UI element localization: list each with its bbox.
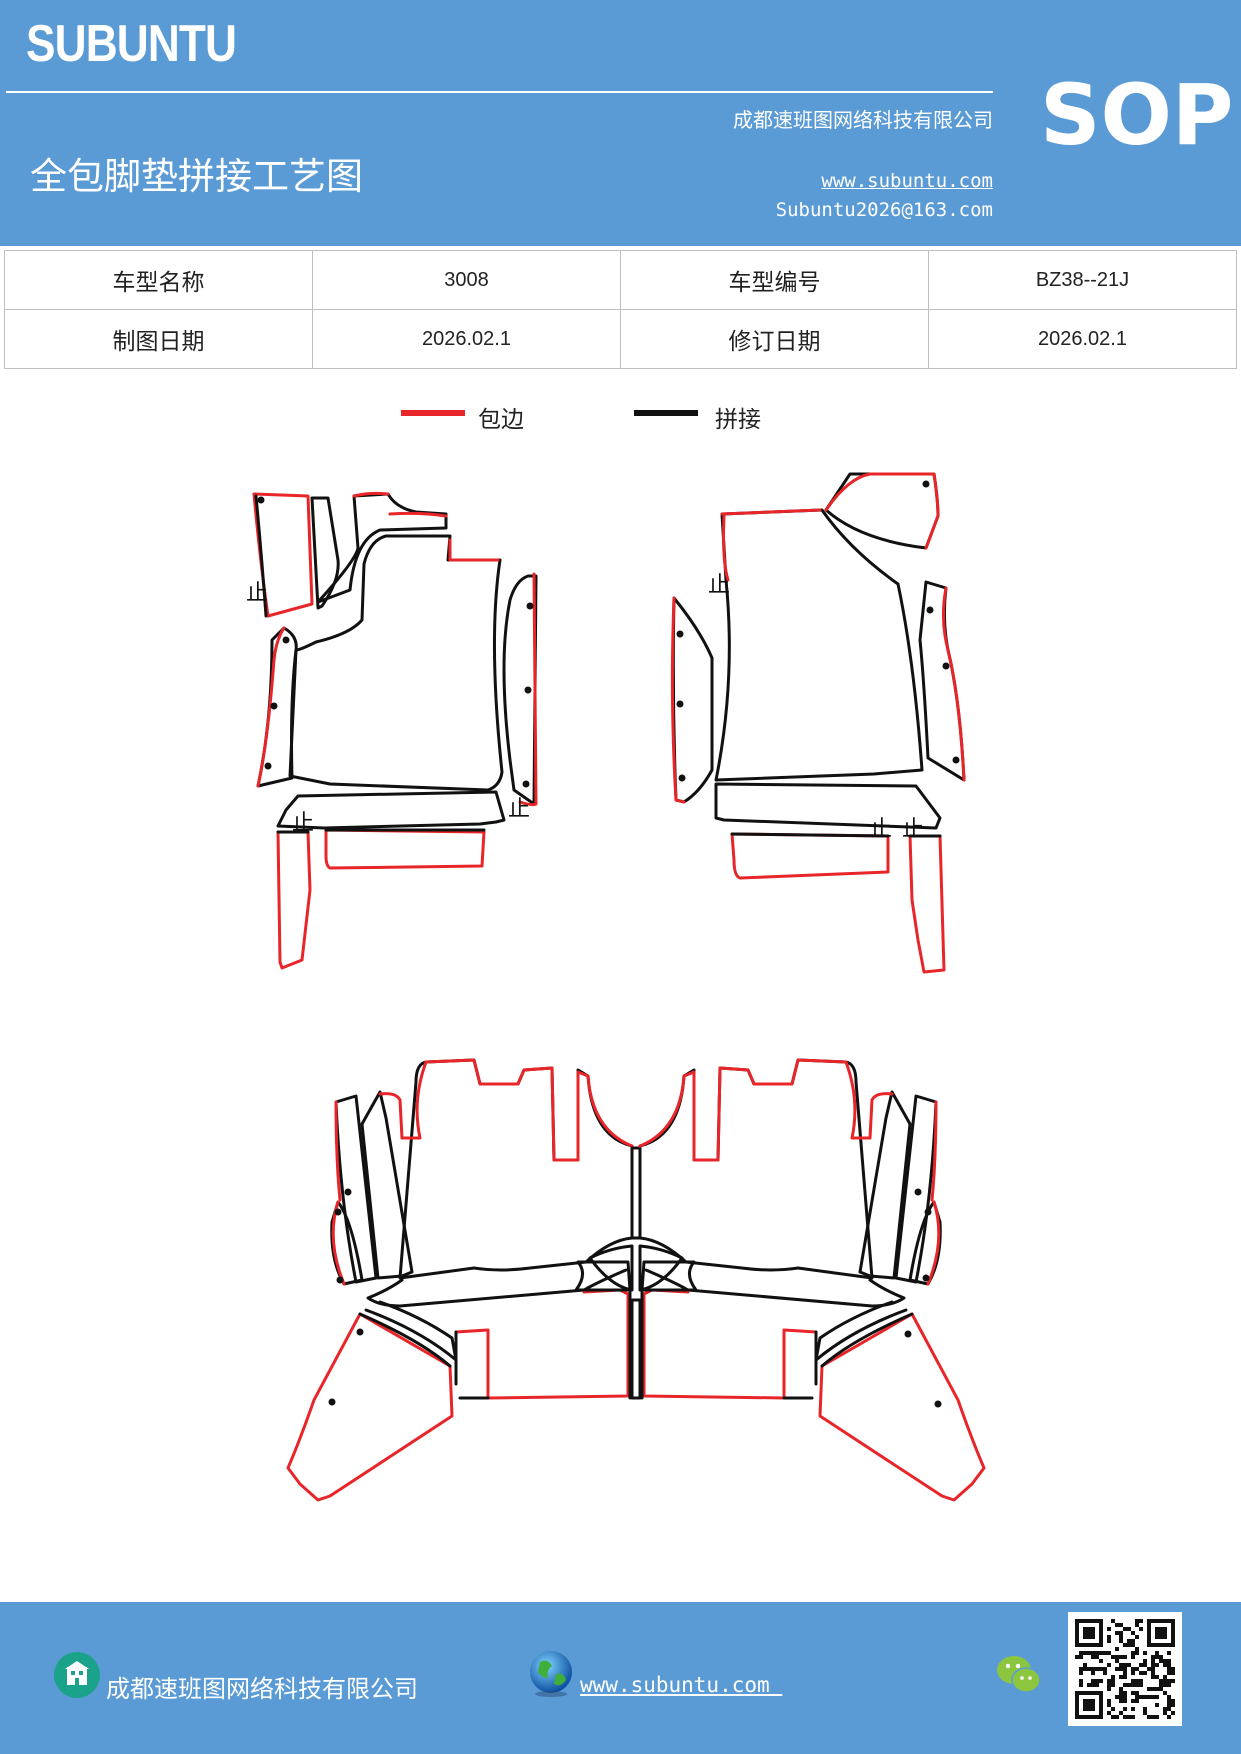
drawing-date-value: 2026.02.1 [312,309,621,369]
stop-marker: 止 [902,817,924,842]
revision-date-value: 2026.02.1 [928,309,1237,369]
document-type-label: SOP [1040,66,1234,164]
footer-company-name: 成都速班图网络科技有限公司 [106,1675,418,1703]
mat-piece [398,1058,634,1280]
stop-marker: 止 [708,573,730,598]
stop-marker: 止 [508,797,530,822]
company-icon [54,1652,100,1698]
footer-banner: 成都速班图网络科技有限公司 www.subuntu.com [0,1602,1241,1754]
legend-edge-swatch [401,410,465,416]
vehicle-info-table: 车型名称 3008 车型编号 BZ38--21J 制图日期 2026.02.1 … [4,250,1237,369]
floor-mat-pattern-diagram: 止 止 止 止 止 止 [246,472,986,1502]
header-email[interactable]: Subuntu2026@163.com [775,199,993,221]
model-code-label: 车型编号 [620,250,929,310]
mat-piece [276,790,506,830]
header-website-link[interactable]: www.subuntu.com [821,170,993,192]
model-name-label: 车型名称 [4,250,313,310]
model-name-value: 3008 [312,250,621,310]
front-right-mat [670,472,966,974]
qr-code [1068,1612,1182,1726]
document-title: 全包脚垫拼接工艺图 [30,155,363,198]
mat-piece [288,534,504,792]
drawing-date-label: 制图日期 [4,309,313,369]
legend-edge-label: 包边 [478,407,524,433]
mat-piece [276,830,312,970]
stop-marker: 止 [870,817,892,842]
legend: 包边 拼接 [0,400,1241,440]
header-banner: SUBUNTU 成都速班图网络科技有限公司 全包脚垫拼接工艺图 www.subu… [0,0,1241,246]
footer-website-link[interactable]: www.subuntu.com [580,1673,783,1697]
mat-piece [730,832,890,880]
brand-logo: SUBUNTU [26,15,237,73]
rear-mat [286,1058,986,1502]
mat-piece [360,1090,414,1280]
mat-piece [324,828,486,870]
mat-piece [502,574,538,806]
anchor-dots [257,480,960,1408]
mat-piece [286,1312,454,1502]
mat-piece [908,834,946,974]
mat-piece [454,1288,630,1400]
mat-piece [310,496,340,610]
mat-piece [714,782,942,830]
wechat-icon[interactable] [996,1654,1042,1696]
qr-code-pattern [1075,1619,1175,1719]
table-row: 制图日期 2026.02.1 修订日期 2026.02.1 [4,309,1237,369]
legend-seam-swatch [634,410,698,416]
mat-piece [714,508,924,782]
mat-piece [316,492,448,604]
table-row: 车型名称 3008 车型编号 BZ38--21J [4,250,1237,310]
front-left-mat [252,491,538,970]
model-code-value: BZ38--21J [928,250,1237,310]
revision-date-label: 修订日期 [620,309,929,369]
globe-icon [530,1651,572,1697]
stop-marker: 止 [292,811,314,836]
stop-marker: 止 [246,581,268,606]
header-divider [6,91,993,93]
stop-markers: 止 止 止 止 止 止 [246,573,924,842]
mat-piece [671,596,714,804]
header-company-name: 成都速班图网络科技有限公司 [733,108,993,132]
legend-seam-label: 拼接 [715,407,761,433]
